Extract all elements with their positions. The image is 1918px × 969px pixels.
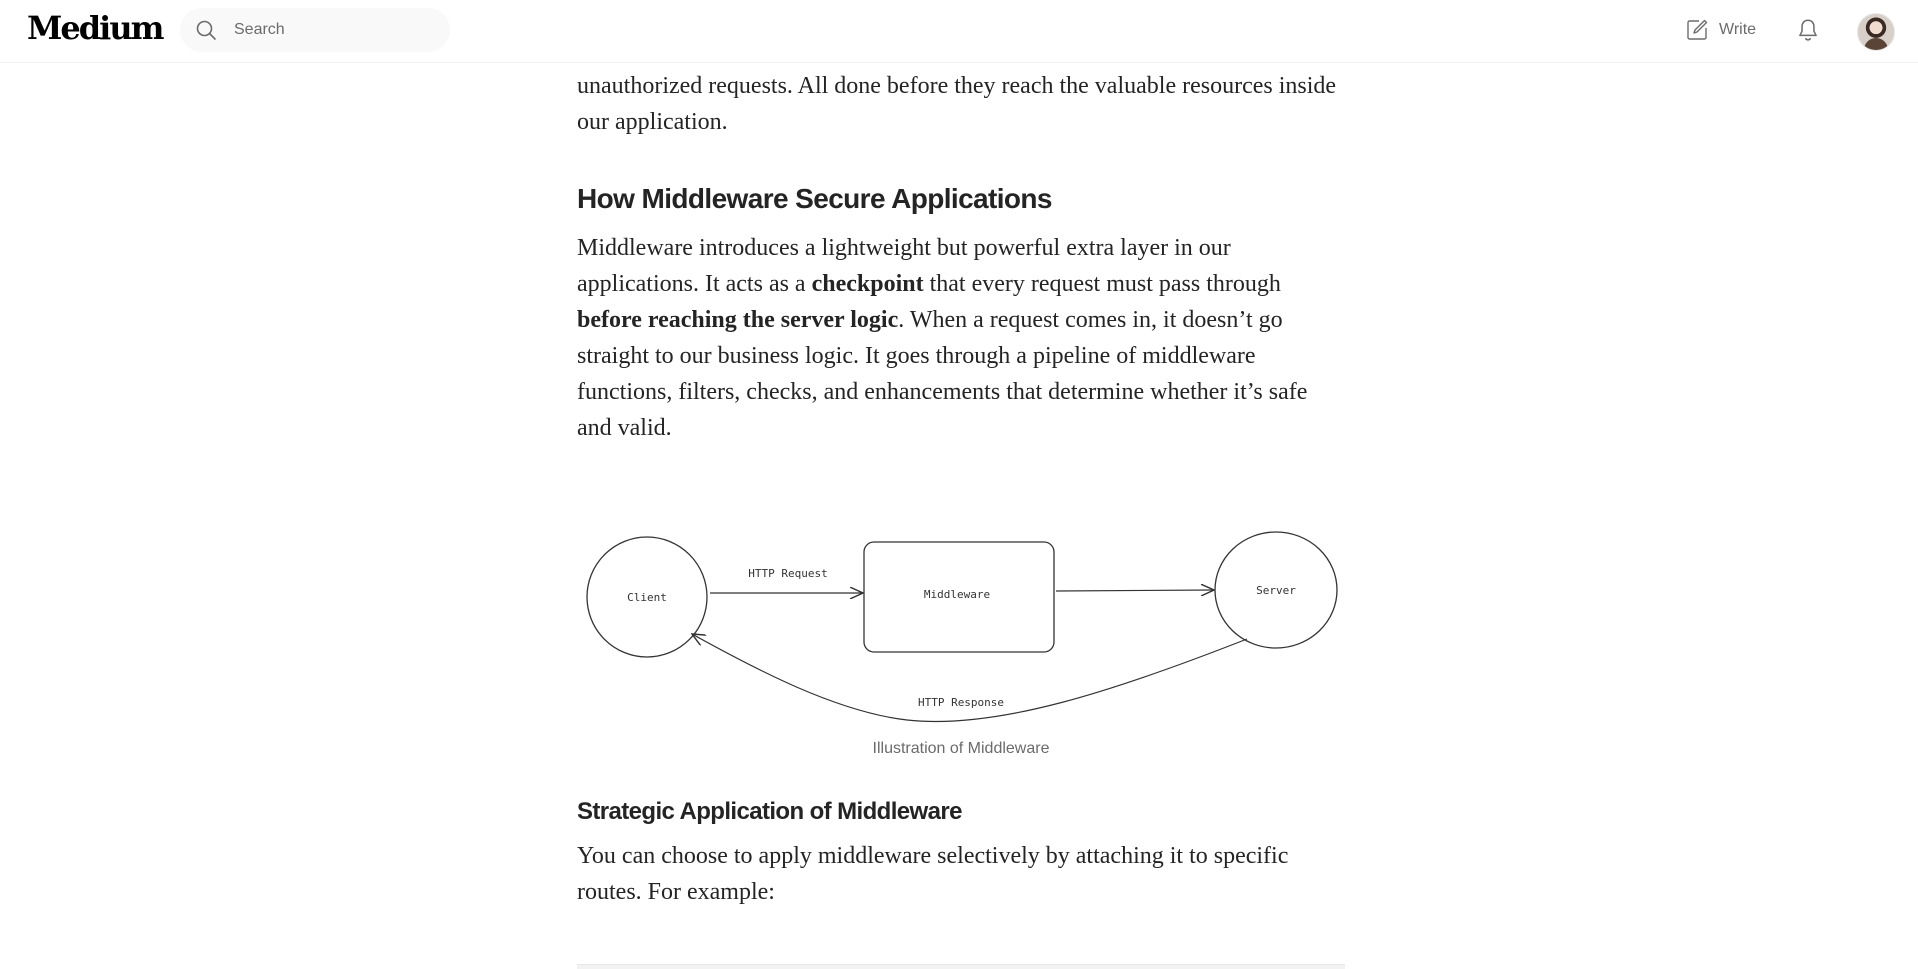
middleware-label: Middleware [924, 588, 990, 601]
write-label: Write [1719, 21, 1757, 38]
bold-server-logic: before reaching the server logic [577, 307, 899, 333]
avatar-figure [1864, 38, 1888, 50]
client-node [586, 536, 708, 658]
code-block-edge [577, 964, 1345, 969]
section-heading: How Middleware Secure Applications [577, 183, 1053, 214]
middleware-diagram: Client Middleware Server HTTP Request HT… [577, 520, 1345, 730]
subsection-heading: Strategic Application of Middleware [577, 798, 962, 825]
write-button[interactable]: Write [1685, 17, 1756, 43]
search-input[interactable]: Search [234, 21, 285, 38]
top-navigation-bar: Medium Search Write [0, 0, 1918, 63]
paragraph-intro-tail: unauthorized requests. All done before t… [577, 73, 1337, 135]
paragraph-middleware-intro: Middleware introduces a lightweight but … [577, 235, 1308, 441]
server-label: Server [1256, 584, 1296, 597]
forward-arrow [1055, 590, 1214, 591]
response-label: HTTP Response [918, 696, 1004, 709]
paragraph-strategic: You can choose to apply middleware selec… [577, 843, 1289, 905]
client-label: Client [627, 591, 667, 604]
medium-logo[interactable]: Medium [27, 9, 164, 47]
request-label: HTTP Request [748, 567, 827, 580]
response-arrow [692, 634, 1248, 723]
user-avatar[interactable] [1857, 13, 1895, 51]
write-icon [1687, 19, 1708, 40]
figure-caption: Illustration of Middleware [872, 740, 1050, 757]
diagram-svg: Client Middleware Server HTTP Request HT… [586, 531, 1338, 723]
search-box[interactable]: Search [180, 8, 450, 52]
bold-checkpoint: checkpoint [811, 271, 924, 297]
search-icon [196, 20, 216, 40]
notifications-bell-icon[interactable] [1795, 17, 1821, 43]
